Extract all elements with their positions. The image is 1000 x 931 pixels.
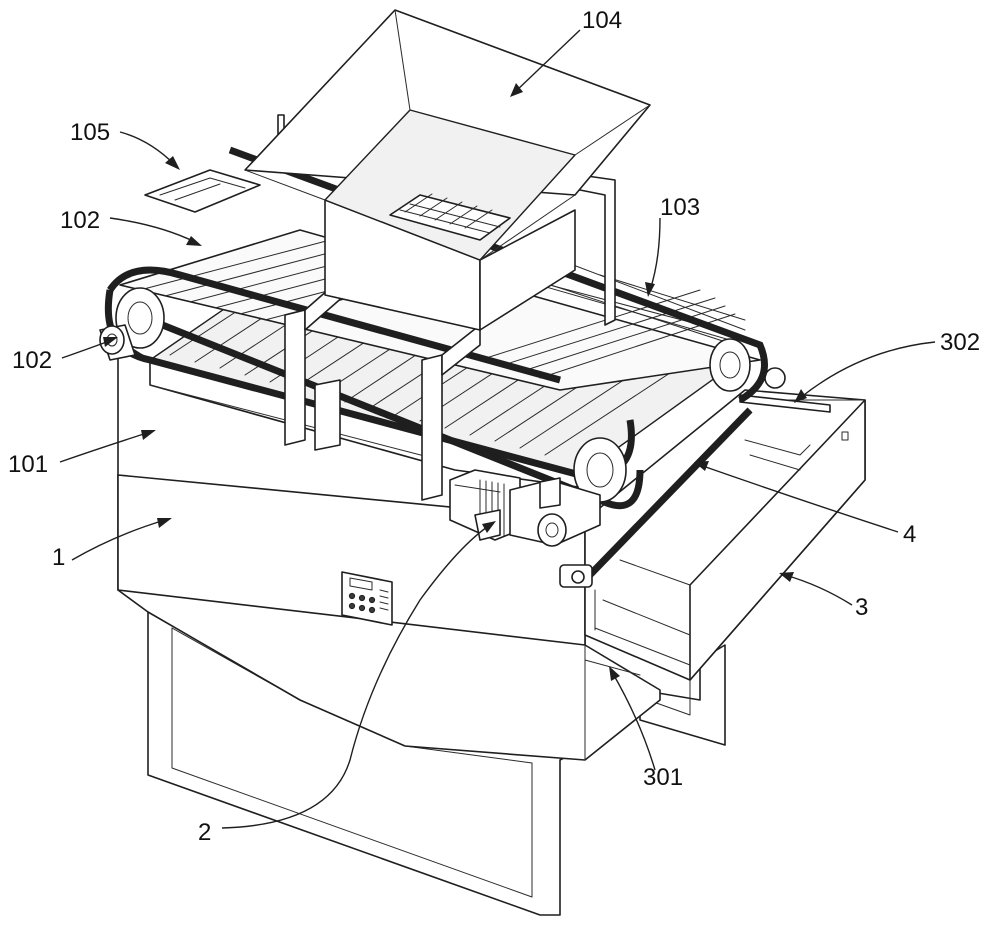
label-4: 4 — [903, 521, 916, 548]
label-1: 1 — [52, 544, 65, 571]
motor-assembly — [449, 469, 601, 547]
leader-lines — [59, 29, 936, 829]
label-104: 104 — [582, 7, 622, 34]
screw-rod — [559, 407, 753, 588]
label-102-left: 102 — [12, 347, 52, 374]
drawer — [584, 389, 866, 681]
reference-labels: 104 105 102 103 302 102 101 4 1 3 301 2 — [8, 7, 980, 846]
label-3: 3 — [855, 594, 868, 621]
label-103: 103 — [660, 194, 700, 221]
hopper — [244, 9, 651, 331]
control-panel — [341, 571, 393, 626]
slide-rail — [739, 367, 831, 413]
label-2: 2 — [198, 819, 211, 846]
label-102-top: 102 — [60, 207, 100, 234]
label-101: 101 — [8, 451, 48, 478]
label-302: 302 — [940, 329, 980, 356]
label-301: 301 — [643, 764, 683, 791]
label-105: 105 — [70, 119, 110, 146]
